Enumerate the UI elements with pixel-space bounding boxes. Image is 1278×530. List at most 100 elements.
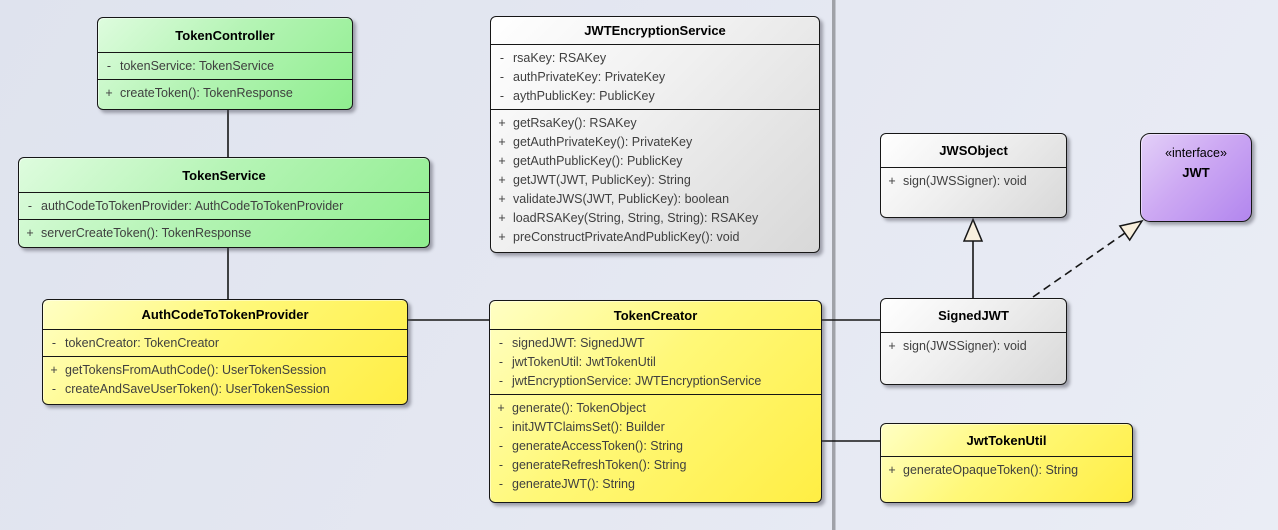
attribute-row: - authPrivateKey: PrivateKey bbox=[491, 68, 819, 87]
method-signature: preConstructPrivateAndPublicKey(): void bbox=[513, 230, 740, 244]
visibility-symbol: - bbox=[499, 89, 505, 103]
visibility-symbol: + bbox=[498, 154, 506, 168]
class-token-creator[interactable]: TokenCreator - signedJWT: SignedJWT - jw… bbox=[489, 300, 822, 503]
method-row: + validateJWS(JWT, PublicKey): boolean bbox=[491, 190, 819, 209]
relation-signedjwt-jwsobject-generalization[interactable] bbox=[962, 217, 984, 299]
visibility-symbol: - bbox=[51, 382, 57, 396]
visibility-symbol: - bbox=[498, 420, 504, 434]
methods-compartment: + sign(JWSSigner): void bbox=[881, 333, 1066, 384]
class-token-service[interactable]: TokenService - authCodeToTokenProvider: … bbox=[18, 157, 430, 248]
visibility-symbol: - bbox=[498, 355, 504, 369]
method-signature: getJWT(JWT, PublicKey): String bbox=[513, 173, 691, 187]
attribute-row: - aythPublicKey: PublicKey bbox=[491, 87, 819, 106]
method-signature: createToken(): TokenResponse bbox=[120, 86, 293, 100]
method-row: - generateJWT(): String bbox=[490, 475, 821, 494]
attribute-signature: authPrivateKey: PrivateKey bbox=[513, 70, 666, 84]
visibility-symbol: + bbox=[498, 211, 506, 225]
methods-compartment: + getRsaKey(): RSAKey + getAuthPrivateKe… bbox=[491, 109, 819, 252]
class-jwt-encryption-service[interactable]: JWTEncryptionService - rsaKey: RSAKey - … bbox=[490, 16, 820, 253]
page-boundary-line bbox=[832, 0, 836, 530]
visibility-symbol: + bbox=[497, 401, 505, 415]
visibility-symbol: - bbox=[498, 477, 504, 491]
visibility-symbol: + bbox=[888, 339, 896, 353]
method-row: + loadRSAKey(String, String, String): RS… bbox=[491, 209, 819, 228]
visibility-symbol: + bbox=[498, 230, 506, 244]
method-signature: sign(JWSSigner): void bbox=[903, 339, 1027, 353]
method-signature: initJWTClaimsSet(): Builder bbox=[512, 420, 665, 434]
attribute-signature: signedJWT: SignedJWT bbox=[512, 336, 645, 350]
methods-compartment: + sign(JWSSigner): void bbox=[881, 168, 1066, 217]
visibility-symbol: - bbox=[498, 336, 504, 350]
visibility-symbol: + bbox=[50, 363, 58, 377]
interface-name: JWT bbox=[1182, 165, 1210, 180]
method-row: + sign(JWSSigner): void bbox=[881, 172, 1066, 191]
methods-compartment: + createToken(): TokenResponse bbox=[98, 79, 352, 109]
method-signature: sign(JWSSigner): void bbox=[903, 174, 1027, 188]
method-row: - initJWTClaimsSet(): Builder bbox=[490, 418, 821, 437]
method-signature: validateJWS(JWT, PublicKey): boolean bbox=[513, 192, 730, 206]
visibility-symbol: + bbox=[498, 116, 506, 130]
method-row: + getAuthPublicKey(): PublicKey bbox=[491, 152, 819, 171]
method-row: + generateOpaqueToken(): String bbox=[881, 461, 1132, 480]
visibility-symbol: + bbox=[105, 86, 113, 100]
interface-jwt[interactable]: «interface» JWT bbox=[1140, 133, 1252, 222]
class-jwt-token-util[interactable]: JwtTokenUtil + generateOpaqueToken(): St… bbox=[880, 423, 1133, 503]
method-signature: serverCreateToken(): TokenResponse bbox=[41, 226, 252, 240]
attribute-signature: tokenService: TokenService bbox=[120, 59, 275, 73]
visibility-symbol: + bbox=[888, 463, 896, 477]
class-auth-code-to-token-provider[interactable]: AuthCodeToTokenProvider - tokenCreator: … bbox=[42, 299, 408, 405]
class-token-controller[interactable]: TokenController - tokenService: TokenSer… bbox=[97, 17, 353, 110]
class-signed-jwt[interactable]: SignedJWT + sign(JWSSigner): void bbox=[880, 298, 1067, 385]
attributes-compartment: - signedJWT: SignedJWT - jwtTokenUtil: J… bbox=[490, 330, 821, 394]
attributes-compartment: - authCodeToTokenProvider: AuthCodeToTok… bbox=[19, 193, 429, 219]
attribute-row: - signedJWT: SignedJWT bbox=[490, 334, 821, 353]
visibility-symbol: - bbox=[27, 199, 33, 213]
method-signature: generate(): TokenObject bbox=[512, 401, 646, 415]
class-name: JWTEncryptionService bbox=[491, 17, 819, 45]
attribute-signature: authCodeToTokenProvider: AuthCodeToToken… bbox=[41, 199, 344, 213]
method-signature: generateOpaqueToken(): String bbox=[903, 463, 1079, 477]
visibility-symbol: - bbox=[51, 336, 57, 350]
method-row: + serverCreateToken(): TokenResponse bbox=[19, 224, 429, 243]
methods-compartment: + getTokensFromAuthCode(): UserTokenSess… bbox=[43, 356, 407, 404]
class-name: TokenService bbox=[19, 158, 429, 193]
methods-compartment: + generate(): TokenObject - initJWTClaim… bbox=[490, 394, 821, 502]
method-row: - generateRefreshToken(): String bbox=[490, 456, 821, 475]
method-signature: getAuthPrivateKey(): PrivateKey bbox=[513, 135, 693, 149]
visibility-symbol: - bbox=[498, 439, 504, 453]
attribute-row: - tokenService: TokenService bbox=[98, 57, 352, 76]
class-name: SignedJWT bbox=[881, 299, 1066, 333]
stereotype-label: «interface» bbox=[1165, 146, 1227, 160]
class-name: TokenController bbox=[98, 18, 352, 53]
visibility-symbol: + bbox=[498, 192, 506, 206]
attribute-row: - jwtTokenUtil: JwtTokenUtil bbox=[490, 353, 821, 372]
method-row: + createToken(): TokenResponse bbox=[98, 84, 352, 103]
visibility-symbol: - bbox=[499, 70, 505, 84]
method-row: + sign(JWSSigner): void bbox=[881, 337, 1066, 356]
visibility-symbol: + bbox=[498, 135, 506, 149]
method-row: + getJWT(JWT, PublicKey): String bbox=[491, 171, 819, 190]
method-signature: generateJWT(): String bbox=[512, 477, 635, 491]
attributes-compartment: - tokenService: TokenService bbox=[98, 53, 352, 79]
realization-arrowhead bbox=[1118, 219, 1144, 242]
attribute-row: - jwtEncryptionService: JWTEncryptionSer… bbox=[490, 372, 821, 391]
method-row: + getTokensFromAuthCode(): UserTokenSess… bbox=[43, 361, 407, 380]
class-name: TokenCreator bbox=[490, 301, 821, 330]
method-row: + getAuthPrivateKey(): PrivateKey bbox=[491, 133, 819, 152]
method-signature: generateRefreshToken(): String bbox=[512, 458, 687, 472]
attribute-row: - authCodeToTokenProvider: AuthCodeToTok… bbox=[19, 197, 429, 216]
class-jws-object[interactable]: JWSObject + sign(JWSSigner): void bbox=[880, 133, 1067, 218]
visibility-symbol: + bbox=[888, 174, 896, 188]
attributes-compartment: - tokenCreator: TokenCreator bbox=[43, 330, 407, 356]
visibility-symbol: - bbox=[499, 51, 505, 65]
visibility-symbol: - bbox=[498, 374, 504, 388]
attribute-row: - tokenCreator: TokenCreator bbox=[43, 334, 407, 353]
visibility-symbol: - bbox=[498, 458, 504, 472]
method-signature: loadRSAKey(String, String, String): RSAK… bbox=[513, 211, 759, 225]
method-signature: getTokensFromAuthCode(): UserTokenSessio… bbox=[65, 363, 327, 377]
relation-signedjwt-jwt-realization[interactable] bbox=[1032, 219, 1144, 298]
method-row: - createAndSaveUserToken(): UserTokenSes… bbox=[43, 380, 407, 399]
methods-compartment: + serverCreateToken(): TokenResponse bbox=[19, 219, 429, 247]
attribute-signature: aythPublicKey: PublicKey bbox=[513, 89, 655, 103]
